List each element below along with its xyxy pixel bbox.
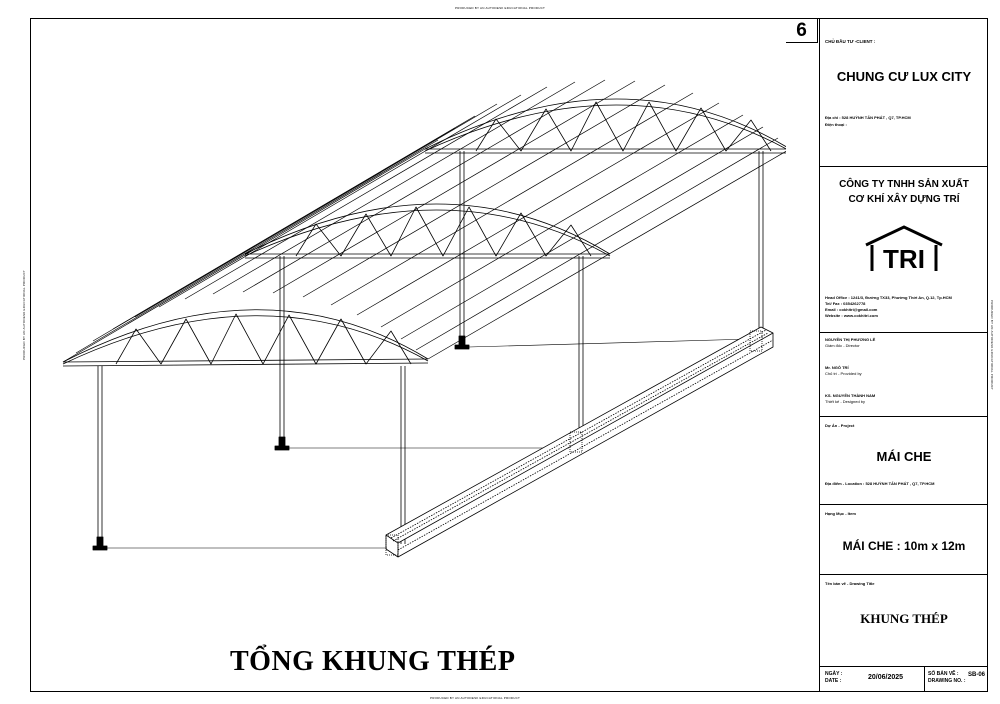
columns [97,151,764,549]
client-section: CHỦ ĐẦU TƯ -CLIENT : CHUNG CƯ LUX CITY Đ… [820,19,988,167]
item-label: Hạng Mục - Item [825,511,856,516]
roof-truss-front [62,309,429,367]
item-section: Hạng Mục - Item MÁI CHE : 10m x 12m [820,505,988,575]
drawing-main-title: TỔNG KHUNG THÉP [230,646,516,677]
title-block: CHỦ ĐẦU TƯ -CLIENT : CHUNG CƯ LUX CITY Đ… [819,19,988,691]
watermark-top: PRODUCED BY AN AUTODESK EDUCATIONAL PROD… [455,6,546,10]
ground-lines [107,338,752,549]
company-logo: TRI [865,225,943,273]
watermark-right: PRODUCED BY AN AUTODESK EDUCATIONAL PROD… [990,300,994,391]
project-name: MÁI CHE [876,449,932,464]
director-name: NGUYỄN THỊ PHƯƠNG LÊ [825,337,876,342]
watermark-left: PRODUCED BY AN AUTODESK EDUCATIONAL PROD… [22,269,26,360]
drawing-no-label-en: DRAWING NO. : [928,678,966,684]
roof-purlins [62,79,786,363]
drawing-no-value: SB-06 [968,672,986,678]
client-address: Địa chỉ : 528 HUỲNH TẤN PHÁT , Q7, TP.HC… [825,115,911,120]
roof-truss-back [424,98,786,154]
company-tel: Tel/ Fax : 0354262778 [825,301,866,306]
client-phone: Điện thoại : [825,122,847,127]
company-name-line2: CƠ KHÍ XÂY DỰNG TRÍ [848,194,960,205]
client-name: CHUNG CƯ LUX CITY [836,69,972,84]
sheet-number: 6 [786,19,818,43]
date-section: NGÀY : DATE : 20/06/2025 SỐ BẢN VẼ : DRA… [820,667,988,691]
drawing-no-label: SỐ BẢN VẼ : [928,671,959,677]
steel-frame-isometric [62,79,786,558]
roof-truss-middle [244,203,611,259]
company-name-line1: CÔNG TY TNHH SẢN XUẤT [839,179,969,190]
checker-name: Mr. NGÔ TRÍ [825,365,849,370]
date-label-en: DATE : [825,678,842,684]
date-value: 20/06/2025 [868,674,904,681]
company-address: Head Office : 1241/3, Đường TX33, Phường… [825,295,952,300]
designer-name: KS. NGUYỄN THÀNH NAM [825,393,876,398]
drawing-title-label: Tên bản vẽ - Drawing Title [825,581,875,586]
column-bases [92,335,470,551]
logo-text: TRI [883,244,925,273]
checker-role: Chủ trì - Provided by [825,371,862,376]
footer-divider [924,667,925,691]
personnel-section: NGUYỄN THỊ PHƯƠNG LÊ Giám đốc - Director… [820,333,988,417]
project-label: Dự Án - Project [825,423,855,428]
company-email: Email : cokhitri@gmail.com [825,307,878,312]
company-section: CÔNG TY TNHH SẢN XUẤT CƠ KHÍ XÂY DỰNG TR… [820,167,988,333]
designer-role: Thiết kế - Designed by [825,399,866,404]
company-website: Website : www.cokhitri.com [825,313,878,318]
item-name: MÁI CHE : 10m x 12m [842,539,966,553]
project-location: Địa điểm - Location : 528 HUỲNH TẤN PHÁT… [825,481,935,486]
foundation-beam [385,326,774,558]
date-label: NGÀY : [825,671,843,677]
drawing-title: KHUNG THÉP [860,611,948,626]
drawing-frame [30,18,988,692]
project-section: Dự Án - Project MÁI CHE Địa điểm - Locat… [820,417,988,505]
director-role: Giám đốc - Director [825,343,860,348]
drawing-title-section: Tên bản vẽ - Drawing Title KHUNG THÉP [820,575,988,667]
watermark-bottom: PRODUCED BY AN AUTODESK EDUCATIONAL PROD… [430,696,521,700]
client-label: CHỦ ĐẦU TƯ -CLIENT : [825,39,876,44]
